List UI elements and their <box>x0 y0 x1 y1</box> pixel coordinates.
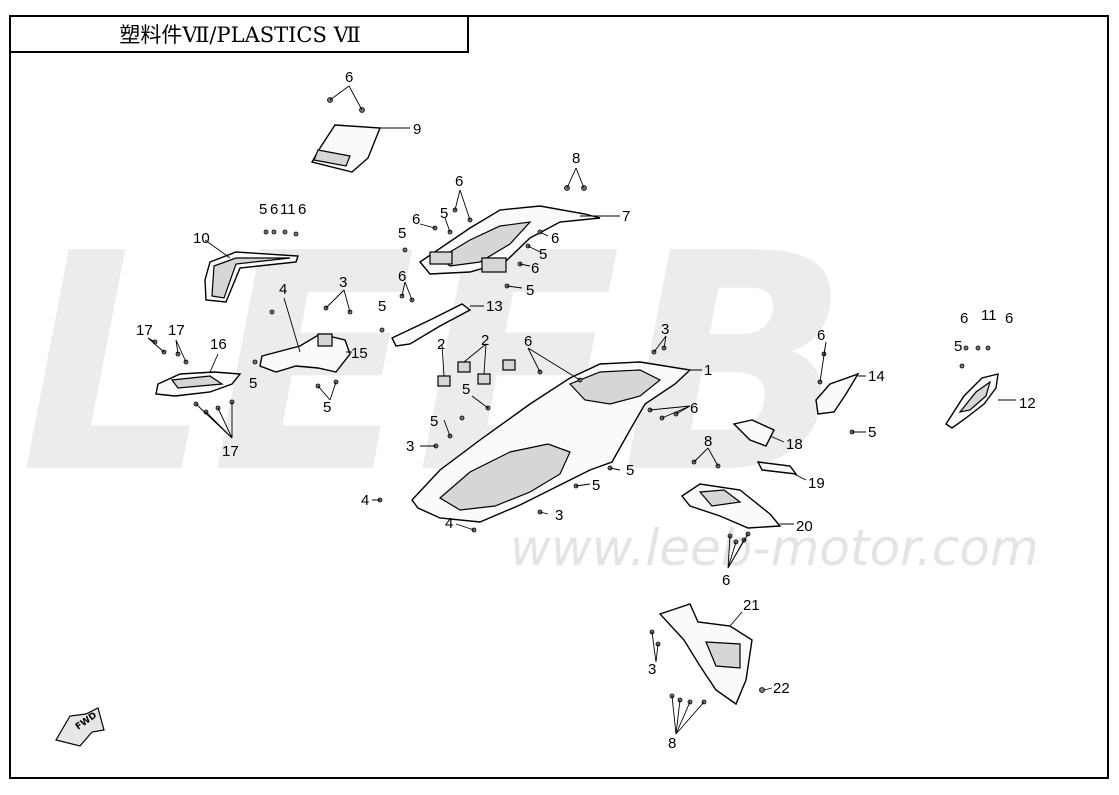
callout-5: 5 <box>440 205 448 222</box>
callout-5: 5 <box>430 413 438 430</box>
callout-5: 5 <box>398 225 406 242</box>
callout-2: 2 <box>481 332 489 349</box>
callout-20: 20 <box>796 518 813 535</box>
part-15 <box>252 289 353 401</box>
callout-11: 11 <box>280 201 296 218</box>
callout-5: 5 <box>539 246 547 263</box>
callout-10: 10 <box>193 230 210 247</box>
callout-8: 8 <box>572 150 580 167</box>
callout-6: 6 <box>345 69 353 86</box>
callout-3: 3 <box>339 274 347 291</box>
callout-5: 5 <box>954 338 962 355</box>
callout-22: 22 <box>773 680 790 697</box>
part-1 <box>372 335 702 533</box>
callout-6: 6 <box>398 268 406 285</box>
callout-2: 2 <box>437 336 445 353</box>
callout-6: 6 <box>455 173 463 190</box>
callout-18: 18 <box>786 436 803 453</box>
part-14 <box>815 341 866 435</box>
callout-6: 6 <box>817 327 825 344</box>
callout-6: 6 <box>551 230 559 247</box>
callout-5: 5 <box>626 462 634 479</box>
callout-21: 21 <box>743 597 760 614</box>
callout-1: 1 <box>704 362 712 379</box>
callout-5: 5 <box>323 399 331 416</box>
callout-5: 5 <box>868 424 876 441</box>
callout-9: 9 <box>413 121 421 138</box>
part-18 <box>732 419 785 447</box>
callout-8: 8 <box>704 433 712 450</box>
callout-12: 12 <box>1019 395 1036 412</box>
callout-5: 5 <box>526 282 534 299</box>
callout-6: 6 <box>531 260 539 277</box>
callout-11: 11 <box>981 307 997 324</box>
part-19 <box>756 461 807 481</box>
callout-8: 8 <box>668 735 676 752</box>
callout-5: 5 <box>592 477 600 494</box>
callout-6: 6 <box>412 211 420 228</box>
callout-5: 5 <box>249 375 257 392</box>
callout-14: 14 <box>868 368 885 385</box>
callout-6: 6 <box>270 201 278 218</box>
callout-6: 6 <box>722 572 730 589</box>
callout-7: 7 <box>622 208 630 225</box>
part-22 <box>759 687 773 693</box>
callout-3: 3 <box>661 321 669 338</box>
callout-3: 3 <box>555 507 563 524</box>
callout-4: 4 <box>445 515 453 532</box>
part-13 <box>379 281 484 347</box>
fwd-arrow-icon <box>55 707 105 747</box>
callout-6: 6 <box>690 400 698 417</box>
callout-17: 17 <box>168 322 185 339</box>
callout-6: 6 <box>1005 310 1013 327</box>
callout-16: 16 <box>210 336 227 353</box>
callout-4: 4 <box>361 492 369 509</box>
part-7 <box>402 167 620 289</box>
part-12 <box>945 345 1016 429</box>
callout-5: 5 <box>259 201 267 218</box>
callout-15: 15 <box>351 345 368 362</box>
callout-6: 6 <box>298 201 306 218</box>
callout-5: 5 <box>378 298 386 315</box>
part-9 <box>310 85 410 173</box>
callout-3: 3 <box>648 661 656 678</box>
callout-3: 3 <box>406 438 414 455</box>
watermark-url: www.leeb-motor.com <box>510 519 1039 577</box>
callout-6: 6 <box>960 310 968 327</box>
callout-5: 5 <box>462 381 470 398</box>
part-21 <box>649 603 753 735</box>
callout-6: 6 <box>524 333 532 350</box>
page-title: 塑料件Ⅶ/PLASTICS Ⅶ <box>119 23 360 47</box>
callout-4: 4 <box>279 281 287 298</box>
part-20 <box>680 447 794 569</box>
callout-19: 19 <box>808 475 825 492</box>
callout-17: 17 <box>136 322 153 339</box>
diagram-border <box>9 15 1109 779</box>
callout-13: 13 <box>486 298 503 315</box>
callout-17: 17 <box>222 443 239 460</box>
part-16 <box>147 337 242 439</box>
part-10 <box>204 229 299 303</box>
title-box <box>9 15 469 53</box>
